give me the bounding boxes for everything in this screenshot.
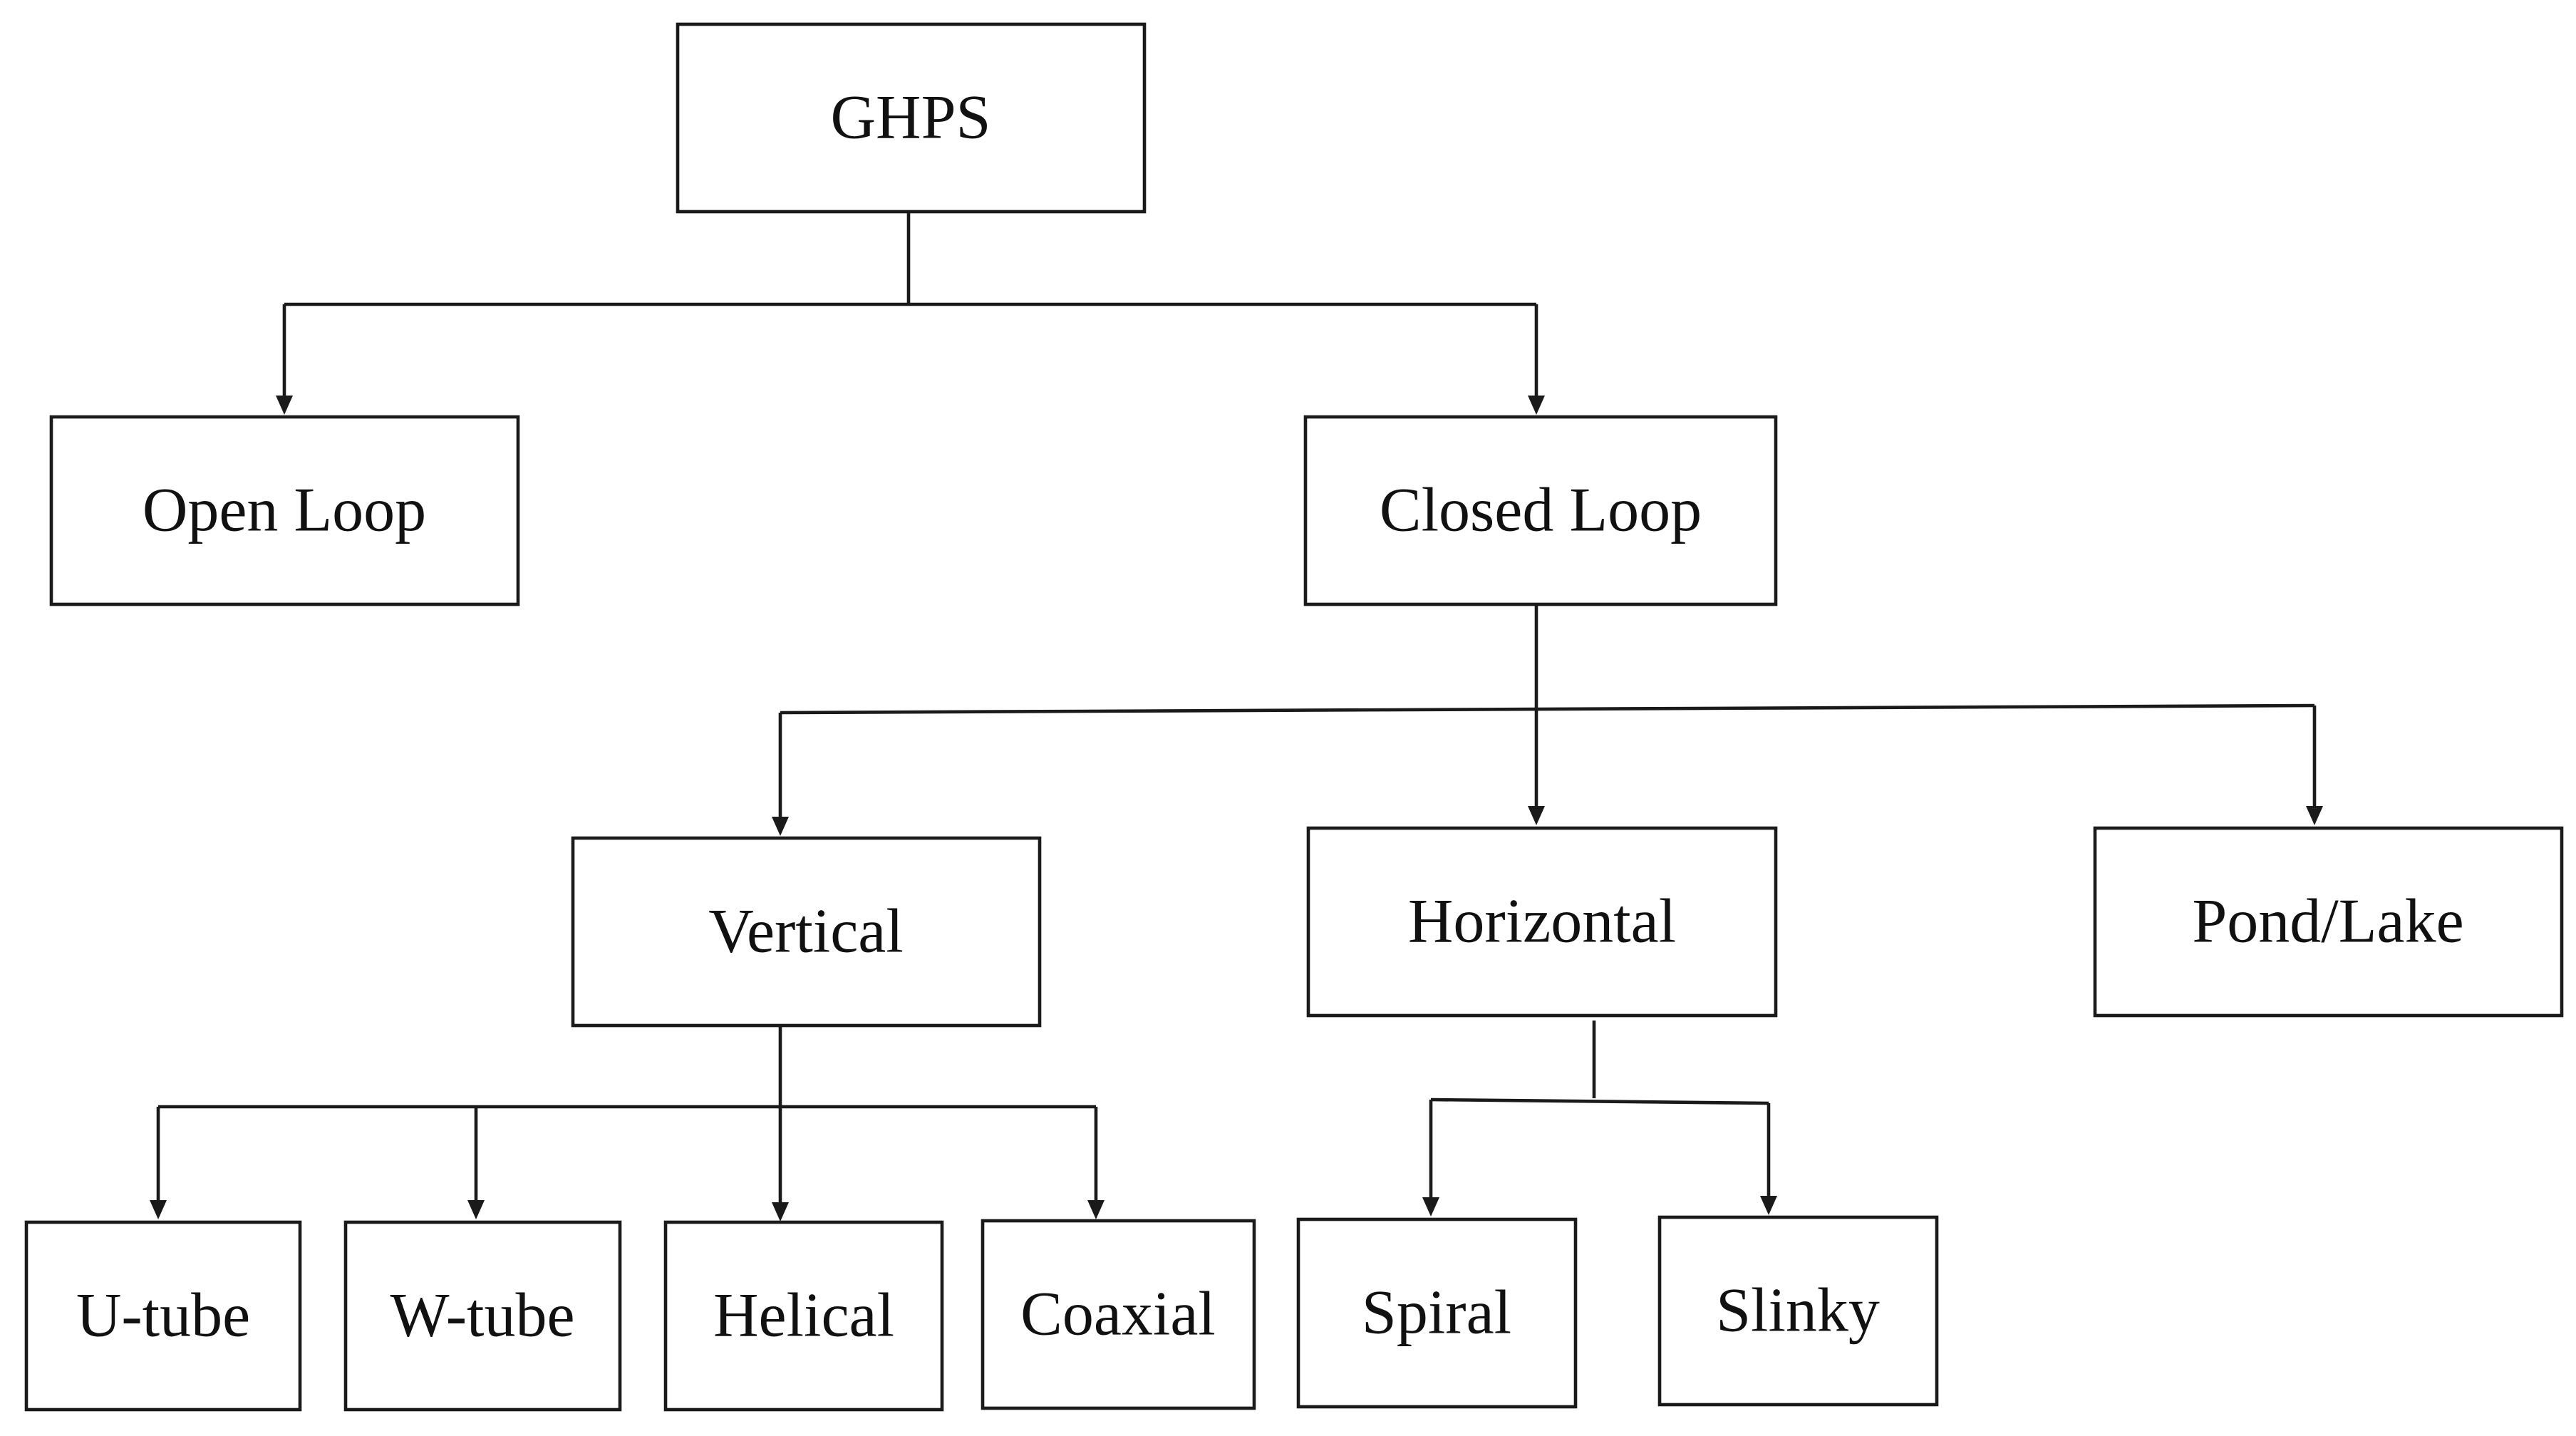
node-ghps: GHPS [676, 22, 1147, 214]
node-horizontal: Horizontal [1306, 826, 1778, 1018]
node-horizontal-label: Horizontal [1408, 887, 1676, 956]
node-spiral: Spiral [1296, 1217, 1578, 1409]
node-spiral-label: Spiral [1362, 1279, 1511, 1348]
arrowhead-helical [772, 1202, 789, 1221]
arrowhead-open-loop [276, 396, 293, 415]
edge-horizontal-bus [1430, 1097, 1769, 1105]
node-helical: Helical [663, 1220, 944, 1412]
node-vertical-label: Vertical [708, 897, 904, 966]
node-ghps-label: GHPS [831, 83, 991, 153]
node-u-tube-label: U-tube [76, 1281, 250, 1350]
arrowhead-w-tube [467, 1200, 485, 1219]
node-open-loop: Open Loop [49, 415, 520, 606]
node-u-tube: U-tube [24, 1220, 302, 1412]
connector-vertical-children [150, 1024, 1105, 1221]
node-vertical: Vertical [571, 836, 1042, 1028]
connector-closed-loop-children [772, 604, 2323, 836]
arrowhead-vertical [772, 817, 789, 836]
node-w-tube: W-tube [343, 1220, 622, 1412]
node-w-tube-label: W-tube [390, 1281, 574, 1350]
node-slinky-label: Slinky [1716, 1276, 1880, 1345]
connector-horizontal-children [1422, 1021, 1777, 1217]
node-pond-lake: Pond/Lake [2093, 826, 2564, 1018]
node-closed-loop: Closed Loop [1303, 415, 1778, 606]
edge-closed-loop-bus [780, 703, 2315, 715]
arrowhead-slinky [1760, 1196, 1777, 1215]
arrowhead-spiral [1422, 1197, 1439, 1217]
node-slinky: Slinky [1657, 1215, 1939, 1407]
node-pond-lake-label: Pond/Lake [2192, 887, 2463, 956]
arrowhead-pond-lake [2306, 806, 2323, 825]
arrowhead-u-tube [150, 1200, 167, 1219]
node-closed-loop-label: Closed Loop [1380, 476, 1702, 545]
arrowhead-horizontal [1528, 806, 1545, 825]
arrowhead-coaxial [1087, 1200, 1105, 1219]
connector-ghps-children [276, 212, 1545, 415]
arrowhead-closed-loop [1528, 396, 1545, 415]
node-coaxial-label: Coaxial [1020, 1280, 1216, 1349]
node-open-loop-label: Open Loop [143, 476, 426, 545]
node-helical-label: Helical [713, 1281, 894, 1350]
node-coaxial: Coaxial [981, 1219, 1256, 1410]
